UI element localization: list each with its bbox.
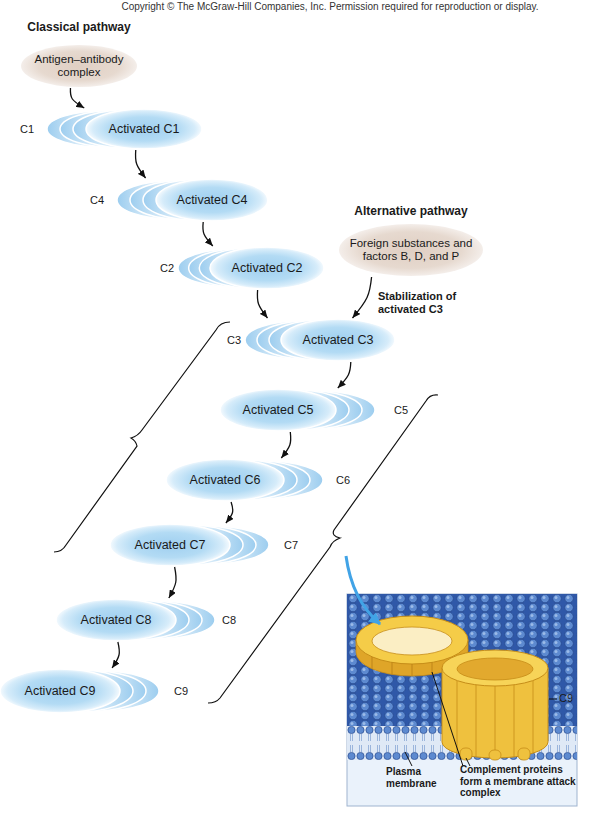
edge-label: Stabilization of activated C3 [378,290,490,315]
complement-stack: Activated C7 C7 [110,523,300,567]
activated-component-label: Activated C2 [210,246,324,290]
activated-protein-shape [220,389,336,431]
activated-component-label: Activated C4 [156,178,268,222]
complement-stack: C4 Activated C4 [88,178,268,222]
component-label: C2 [158,246,176,290]
activated-protein-shape [210,247,324,289]
leader-line [432,672,463,766]
reaction-arrow [281,432,290,458]
component-label: C5 [392,388,410,432]
activated-component-label: Activated C1 [86,108,202,150]
copyright-notice: Copyright © The McGraw-Hill Companies, I… [60,1,590,13]
trigger-ellipse-shape [339,224,483,276]
group-bracket [54,322,230,552]
pore-segment [372,657,373,669]
reaction-arrow [226,502,233,523]
activated-component-label: Activated C7 [110,523,230,567]
pore-segment [476,685,477,757]
activated-protein-shape [56,599,176,641]
component-label: C9 [559,692,577,705]
membrane-illustration [347,594,577,806]
component-label: C6 [334,458,352,502]
activated-component-label: Activated C9 [0,668,120,714]
pore-segment [533,681,534,754]
complement-stack: C3 Activated C3 [225,318,395,362]
activated-protein-shape [110,524,230,566]
reaction-arrow [169,567,176,598]
illustration-frame [347,594,577,806]
reaction-arrow [135,150,145,178]
complement-stack: Activated C5 C5 [220,388,410,432]
complement-stack: Activated C8 C8 [56,598,238,642]
pore-segment [514,685,515,757]
pore-segment [495,686,496,758]
component-label: C1 [18,108,36,150]
activated-component-label: Activated C8 [56,598,176,642]
pore-rim [442,650,548,686]
reaction-arrow [257,290,267,318]
activated-component-label: Activated C5 [220,388,336,432]
pore-segment [457,681,458,754]
activated-protein-shape [166,459,284,501]
pore-segment [392,662,393,674]
activated-protein-shape [86,109,202,149]
complement-stack: C2 Activated C2 [158,246,324,290]
pore-leg [518,748,530,760]
activated-component-label: Activated C6 [166,458,284,502]
component-label: C8 [220,598,238,642]
reaction-arrow [338,362,351,388]
zoom-arrow [346,556,380,624]
activated-protein-shape [0,669,120,713]
leader-line [549,699,557,700]
pathway-heading: Classical pathway [18,20,140,36]
pore-segment [412,664,413,676]
reaction-arrow [353,277,372,318]
complement-stack: Activated C6 C6 [166,458,352,502]
part-label: Plasma membrane [386,766,450,789]
activated-protein-shape [156,179,268,221]
reaction-arrow [112,642,119,668]
inserted-pore [442,650,548,760]
pore-leg [489,750,501,760]
leader-line [405,752,412,766]
trigger-text: Antigen–antibody complex [31,45,127,87]
component-label: C3 [225,318,243,362]
activated-protein-shape [281,319,395,361]
activated-component-label: Activated C3 [281,318,395,362]
trigger-ellipse: Alternative pathwayForeign substances an… [338,204,484,277]
trigger-ellipse: Classical pathwayAntigen–antibody comple… [18,20,140,88]
trigger-ellipse-shape [21,45,137,87]
reaction-arrow [203,222,213,246]
trigger-text: Foreign substances and factors B, D, and… [345,224,477,276]
component-label: C4 [88,178,106,222]
reaction-arrow [70,88,84,108]
pore-channel [457,658,533,680]
pathway-heading: Alternative pathway [338,204,484,220]
pore-rim [356,616,468,664]
complement-stack: Activated C9 C9 [0,668,190,714]
pore-channel [372,627,452,655]
component-label: C7 [282,523,300,567]
component-label: C9 [172,668,190,714]
complement-stack: C1 Activated C1 [18,108,202,150]
part-label: Complement proteins form a membrane atta… [460,764,577,799]
